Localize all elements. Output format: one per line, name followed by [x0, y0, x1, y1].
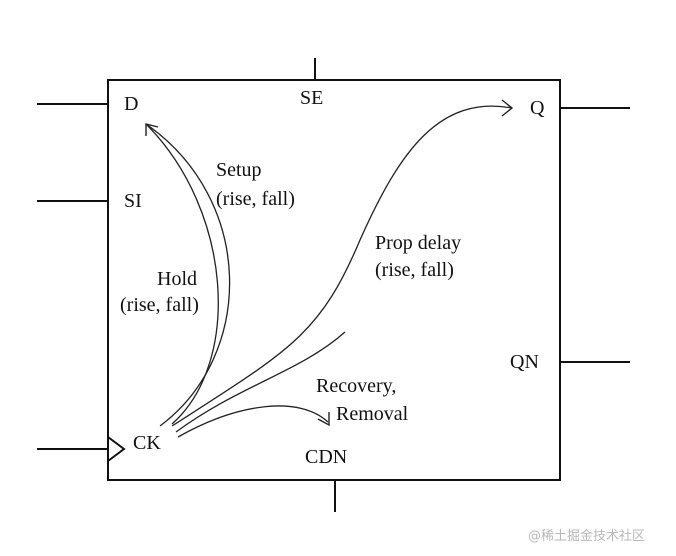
prop-delay-label-line1: Prop delay	[375, 232, 461, 254]
setup-arc	[145, 123, 231, 427]
pin-si-label: SI	[124, 190, 142, 212]
pin-cdn-label: CDN	[305, 446, 347, 468]
prop-delay-label-line2: (rise, fall)	[375, 259, 454, 281]
pin-d-label: D	[124, 93, 138, 115]
recovery-arrowhead	[317, 412, 330, 427]
watermark: @稀土掘金技术社区	[528, 528, 645, 544]
setup-label-line1: Setup	[216, 159, 262, 181]
pin-ck-label: CK	[133, 432, 161, 454]
pin-qn-label: QN	[510, 351, 539, 373]
hold-arc	[145, 123, 219, 425]
pin-se-label: SE	[300, 87, 323, 109]
hold-label-line2: (rise, fall)	[120, 294, 199, 316]
prop-delay-arc	[171, 105, 513, 427]
recovery-label-line1: Recovery,	[316, 375, 396, 397]
setup-label-line2: (rise, fall)	[216, 188, 295, 210]
recovery-label-line2: Removal	[336, 403, 409, 425]
recovery-arc	[177, 405, 329, 438]
clock-triangle-icon	[107, 436, 126, 462]
hold-label-line1: Hold	[157, 268, 197, 290]
prop-delay-arc-branch	[175, 331, 346, 433]
prop-delay-arrowhead	[501, 99, 514, 117]
pin-q-label: Q	[530, 97, 545, 119]
